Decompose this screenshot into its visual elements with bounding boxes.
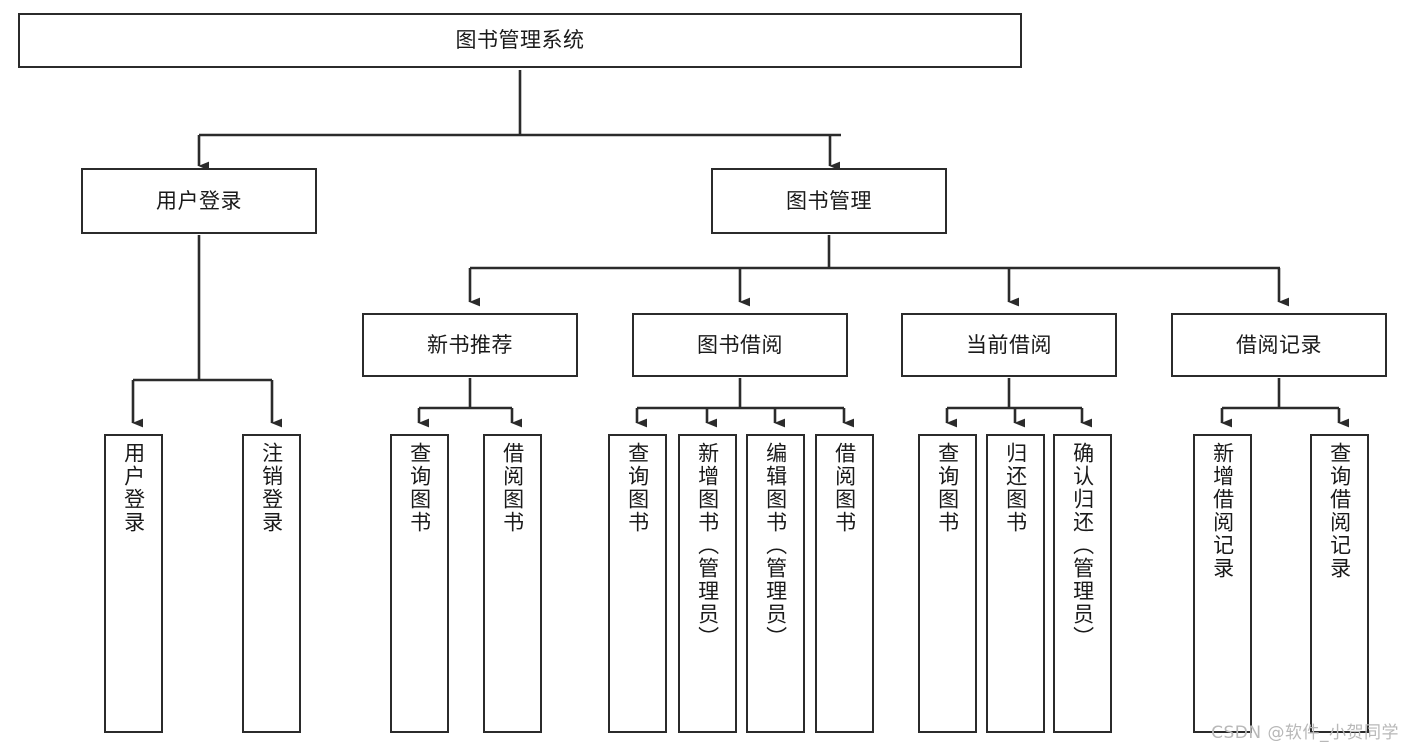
node-label: 查询图书	[625, 442, 650, 534]
node-new-book-recommend[interactable]: 新书推荐	[362, 313, 578, 377]
node-leaf-borrow-book-2[interactable]: 借阅图书	[815, 434, 874, 733]
node-leaf-add-book[interactable]: 新增图书（管理员）	[678, 434, 737, 733]
node-user-login[interactable]: 用户登录	[81, 168, 317, 234]
node-leaf-logout-login[interactable]: 注销登录	[242, 434, 301, 733]
node-leaf-user-login[interactable]: 用户登录	[104, 434, 163, 733]
node-label: 当前借阅	[966, 332, 1052, 357]
node-label: 新增图书（管理员）	[695, 442, 720, 649]
node-label: 确认归还（管理员）	[1070, 442, 1095, 649]
node-book-management[interactable]: 图书管理	[711, 168, 947, 234]
node-label: 借阅图书	[832, 442, 857, 534]
node-label: 查询图书	[407, 442, 432, 534]
node-label: 借阅图书	[500, 442, 525, 534]
node-label: 图书管理系统	[455, 28, 585, 53]
node-label: 归还图书	[1003, 442, 1028, 534]
node-label: 新书推荐	[427, 332, 513, 357]
node-label: 注销登录	[259, 442, 284, 534]
node-leaf-query-record[interactable]: 查询借阅记录	[1310, 434, 1369, 733]
node-leaf-return-book[interactable]: 归还图书	[986, 434, 1045, 733]
node-leaf-confirm-return[interactable]: 确认归还（管理员）	[1053, 434, 1112, 733]
node-label: 用户登录	[121, 442, 146, 534]
node-leaf-edit-book[interactable]: 编辑图书（管理员）	[746, 434, 805, 733]
node-label: 借阅记录	[1236, 332, 1322, 357]
node-label: 图书管理	[786, 188, 872, 213]
node-label: 编辑图书（管理员）	[763, 442, 788, 649]
node-leaf-query-book-3[interactable]: 查询图书	[918, 434, 977, 733]
node-label: 查询借阅记录	[1327, 442, 1352, 580]
node-leaf-query-book-1[interactable]: 查询图书	[390, 434, 449, 733]
node-label: 查询图书	[935, 442, 960, 534]
node-label: 图书借阅	[697, 332, 783, 357]
node-root-book-management-system[interactable]: 图书管理系统	[18, 13, 1022, 68]
node-label: 用户登录	[156, 188, 242, 213]
csdn-watermark: CSDN @软件_小贺同学	[1211, 723, 1399, 743]
node-leaf-add-record[interactable]: 新增借阅记录	[1193, 434, 1252, 733]
node-label: 新增借阅记录	[1210, 442, 1235, 580]
node-borrow-record[interactable]: 借阅记录	[1171, 313, 1387, 377]
node-leaf-query-book-2[interactable]: 查询图书	[608, 434, 667, 733]
node-book-borrow[interactable]: 图书借阅	[632, 313, 848, 377]
node-current-borrow[interactable]: 当前借阅	[901, 313, 1117, 377]
node-leaf-borrow-book-1[interactable]: 借阅图书	[483, 434, 542, 733]
